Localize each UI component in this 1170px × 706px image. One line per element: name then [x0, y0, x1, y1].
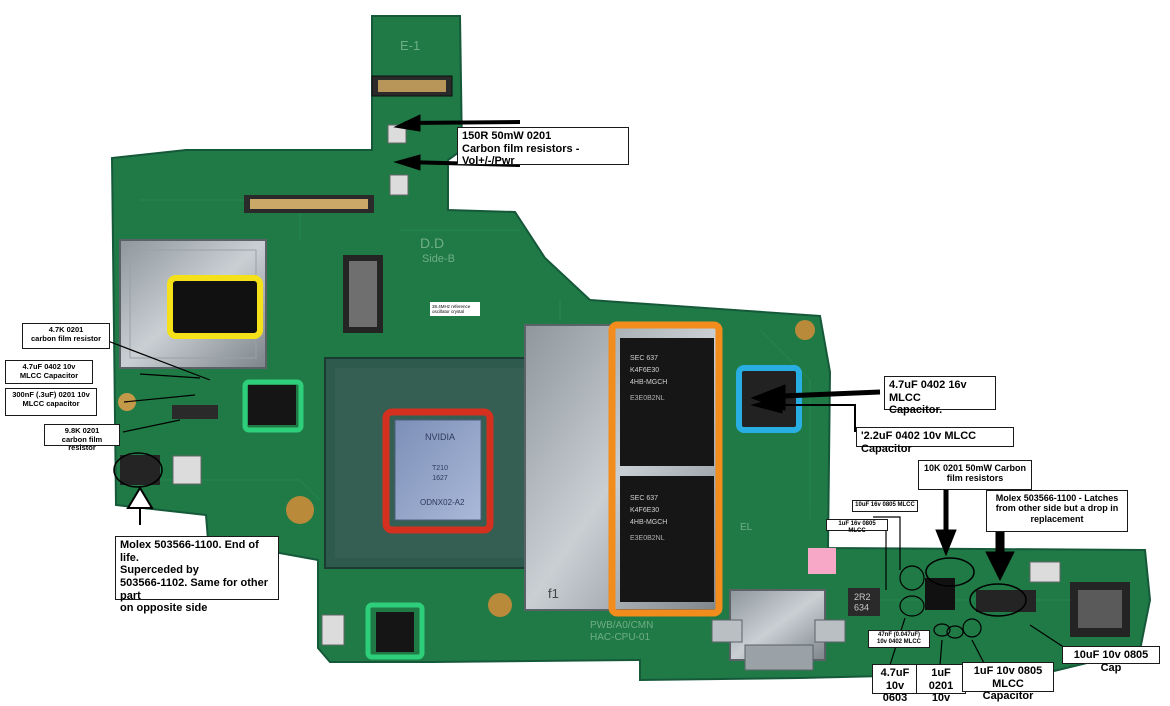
label-molex-right: Molex 503566-1100 - Latches from other s… — [986, 490, 1128, 532]
label-1uf-16v-mlcc: 1uF 16v 0805 MLCC — [826, 519, 888, 534]
label-1uf-0201: 1uF 0201 10v — [916, 664, 966, 704]
label-1uf-10v-mlcc: 1uF 10v 0805 MLCC Capacitor — [962, 662, 1054, 702]
label-10k-resistors: 10K 0201 50mW Carbon film resistors — [918, 460, 1032, 490]
soc-line2: T210 — [432, 465, 448, 472]
label-4-7uf-0603: 4.7uF 10v 0603 — [872, 664, 918, 704]
silkscreen-el: EL — [740, 522, 753, 533]
label-2-2uf-capacitor: '2.2uF 0402 10v MLCC Capacitor — [856, 427, 1014, 455]
green-highlight-left — [242, 379, 304, 433]
silkscreen-cpu-no: HAC-CPU-01 — [590, 632, 650, 643]
ram-2-line3: 4HB-MGCH — [630, 519, 667, 526]
silkscreen-part-no: PWB/A0/CMN — [590, 620, 653, 631]
label-10uf-10v-cap: 10uF 10v 0805 Cap — [1062, 646, 1160, 674]
yellow-highlight — [167, 275, 263, 339]
label-10uf-16v-mlcc: 10uF 16v 0805 MLCC — [852, 500, 918, 512]
soc-brand: NVIDIA — [425, 432, 455, 442]
ram-2-side: E3E0B2NL — [630, 535, 665, 542]
ram-1-line3: 4HB-MGCH — [630, 379, 667, 386]
ram-2-line2: K4F6E30 — [630, 507, 659, 514]
silkscreen-e1: E-1 — [400, 38, 420, 53]
label-150r-resistors: 150R 50mW 0201 Carbon film resistors - V… — [457, 127, 629, 167]
silkscreen-f1: f1 — [548, 586, 559, 601]
label-4-7uf-capacitor-left: 4.7uF 0402 10v MLCC Capacitor — [5, 360, 93, 384]
label-molex-left: Molex 503566-1100. End of life. Superced… — [115, 536, 279, 614]
label-4-7k-resistor: 4.7K 0201 carbon film resistor — [22, 323, 110, 349]
label-9-8k-resistor: 9.8K 0201 carbon film resistor — [44, 424, 120, 452]
red-highlight — [382, 408, 494, 534]
silkscreen-side-b: Side-B — [422, 253, 455, 265]
silkscreen-d: D.D — [420, 235, 444, 251]
orange-highlight — [608, 321, 723, 617]
green-highlight-bottom — [365, 602, 425, 660]
soc-line3: 1627 — [432, 475, 448, 482]
ram-1-line1: SEC 637 — [630, 355, 658, 362]
ram-1-side: E3E0B2NL — [630, 395, 665, 402]
label-300nf-capacitor: 300nF (.3uF) 0201 10v MLCC capacitor — [5, 388, 97, 416]
ram-2-line1: SEC 637 — [630, 495, 658, 502]
soc-part: ODNX02-A2 — [420, 498, 465, 507]
ram-1-line2: K4F6E30 — [630, 367, 659, 374]
label-4-7uf-16v-capacitor: 4.7uF 0402 16v MLCC Capacitor. — [884, 376, 996, 416]
label-47nf-capacitor: 47nF (0.047uF) 10v 0402 MLCC — [868, 630, 930, 648]
